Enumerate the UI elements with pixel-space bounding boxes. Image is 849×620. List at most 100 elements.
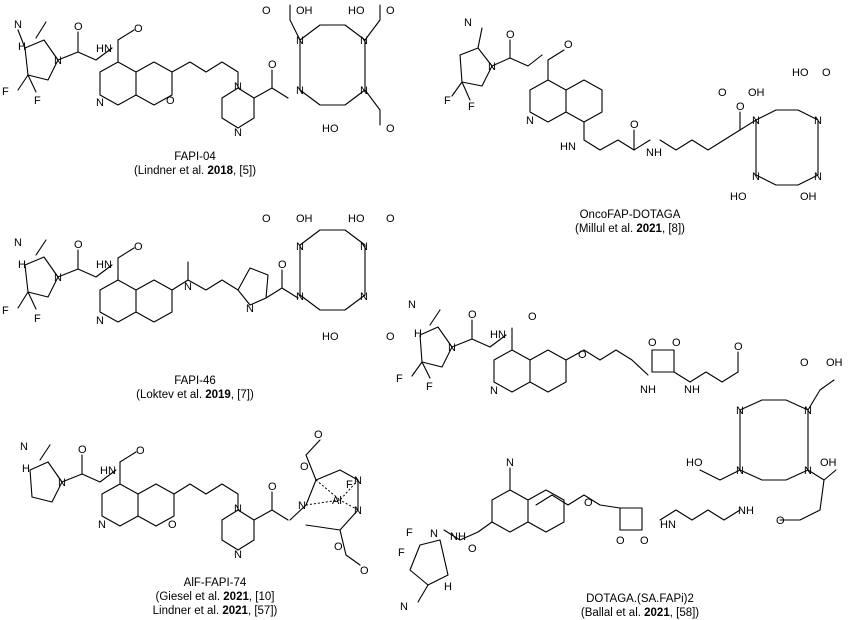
atom-label: OH <box>296 5 313 17</box>
atom-label: OH <box>800 191 817 203</box>
atom-label: O <box>736 101 745 113</box>
compound-reference-2: Lindner et al. 2021, [57]) <box>152 605 278 617</box>
atom-label: F <box>2 305 9 317</box>
atom-label: N <box>14 237 22 249</box>
structure-dotaga-sa-fapi2: N H N F F O HN O N O O O NH NH O N N N N… <box>396 299 843 613</box>
atom-label: O <box>134 241 143 253</box>
atom-label: N <box>488 61 496 73</box>
atom-label: O <box>630 119 639 131</box>
atom-label: O <box>468 309 477 321</box>
atom-label: NH <box>640 384 656 396</box>
atom-label: H <box>22 463 30 475</box>
atom-label: N <box>804 405 812 417</box>
atom-label: H <box>444 581 452 593</box>
atom-label: HO <box>792 67 809 79</box>
compound-reference: (Lindner et al. 2018, [5]) <box>133 165 257 177</box>
atom-label: HN <box>96 43 112 55</box>
atom-label: O <box>262 5 271 17</box>
atom-label: OH <box>296 213 313 225</box>
atom-label: HO <box>730 191 747 203</box>
compound-reference: (Millul et al. 2021, [8]) <box>575 223 685 235</box>
atom-label: F <box>34 313 41 325</box>
atom-label: O <box>334 541 343 553</box>
atom-label: F <box>398 547 405 559</box>
atom-label: N <box>526 115 534 127</box>
atom-label: F <box>468 101 475 113</box>
atom-label: O <box>800 357 809 369</box>
atom-label: HN <box>660 519 676 531</box>
atom-label: N <box>296 35 304 47</box>
atom-label: N <box>506 457 514 469</box>
atom-label: NH <box>450 531 466 543</box>
atom-label: F <box>426 381 433 393</box>
structure-alf-fapi-74: N H N O HN O N O N N O N N N Al F O O O … <box>20 429 369 577</box>
compound-name: FAPI-04 <box>174 151 216 163</box>
atom-label: F <box>2 86 9 98</box>
compound-reference: (Loktev et al. 2019, [7]) <box>136 389 254 401</box>
atom-label: N <box>804 465 812 477</box>
structure-fapi-46: N H N F F O HN O N N N O N N N N O OH HO… <box>2 213 395 343</box>
atom-label: O <box>822 67 831 79</box>
atom-label: O <box>584 497 593 509</box>
atom-label: O <box>278 259 287 271</box>
atom-label: OH <box>826 357 843 369</box>
atom-label: N <box>96 315 104 327</box>
atom-label: N <box>360 241 368 253</box>
atom-label: N <box>464 17 472 29</box>
atom-label: N <box>58 477 66 489</box>
atom-label: N <box>98 519 106 531</box>
caption-fapi-04: FAPI-04 (Lindner et al. 2018, [5]) <box>95 150 295 178</box>
atom-label: HO <box>348 5 365 17</box>
atom-label: F <box>406 527 413 539</box>
atom-label: NH <box>738 505 754 517</box>
atom-label: HN <box>490 329 506 341</box>
atom-label: N <box>184 281 192 293</box>
atom-label: N <box>354 475 362 487</box>
compound-reference: (Ballal et al. 2021, [58]) <box>580 607 700 619</box>
atom-label: O <box>136 445 145 457</box>
structure-fapi-04: N H N F F O HN O N O N N O N N N N O OH … <box>2 4 395 139</box>
atom-label: H <box>414 328 422 340</box>
caption-dotaga-sa-fapi2: DOTAGA.(SA.FAPi)2 (Ballal et al. 2021, [… <box>540 592 740 620</box>
atom-label: N <box>20 441 28 453</box>
atom-label: O <box>386 213 395 225</box>
atom-label: O <box>268 59 277 71</box>
atom-label: HO <box>322 123 339 135</box>
atom-label: N <box>296 291 304 303</box>
atom-label: N <box>400 601 408 613</box>
atom-label: N <box>448 342 456 354</box>
atom-label: N <box>354 505 362 517</box>
atom-label: N <box>752 171 760 183</box>
atom-label: O <box>386 5 395 17</box>
caption-oncofap-dotaga: OncoFAP-DOTAGA (Millul et al. 2021, [8]) <box>520 208 740 236</box>
atom-label: O <box>134 23 143 35</box>
atom-label: NH <box>684 384 700 396</box>
atom-label: H <box>18 41 26 53</box>
atom-label: O <box>564 39 573 51</box>
atom-label: N <box>96 97 104 109</box>
atom-label: F <box>346 479 353 491</box>
atom-label: HN <box>96 259 112 271</box>
atom-label: N <box>736 465 744 477</box>
atom-label: N <box>54 55 62 67</box>
caption-fapi-46: FAPI-46 (Loktev et al. 2019, [7]) <box>95 374 295 402</box>
compound-reference: (Giesel et al. 2021, [10] <box>155 591 275 603</box>
atom-label: O <box>386 331 395 343</box>
compound-name: DOTAGA.(SA.FAPi)2 <box>586 593 694 605</box>
atom-label: HO <box>686 457 703 469</box>
caption-alf-fapi-74: AlF-FAPI-74 (Giesel et al. 2021, [10] Li… <box>115 576 315 618</box>
atom-label: O <box>314 429 323 441</box>
compound-name: FAPI-46 <box>174 375 216 387</box>
atom-label: HO <box>322 331 339 343</box>
atom-label: N <box>234 81 242 93</box>
atom-label: O <box>734 341 743 353</box>
atom-label: OH <box>820 457 837 469</box>
atom-label: N <box>234 503 242 515</box>
atom-label: N <box>814 115 822 127</box>
atom-label: O <box>616 535 625 547</box>
atom-label: N <box>430 528 438 540</box>
compound-name: OncoFAP-DOTAGA <box>579 209 681 221</box>
atom-label: N <box>296 85 304 97</box>
atom-label: O <box>166 95 175 107</box>
